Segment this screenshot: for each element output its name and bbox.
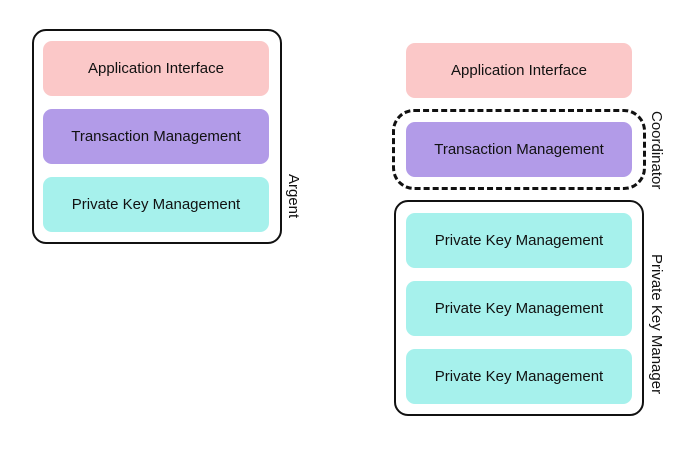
private-key-management-box: Private Key Management (406, 213, 632, 268)
transaction-management-box: Transaction Management (43, 109, 269, 164)
coordinator-group-label: Coordinator (648, 111, 665, 190)
private-key-manager-group-frame (394, 200, 644, 416)
application-interface-box: Application Interface (43, 41, 269, 96)
argent-group-frame (32, 29, 282, 244)
private-key-management-box: Private Key Management (406, 349, 632, 404)
argent-group-label: Argent (285, 174, 302, 219)
private-key-management-box: Private Key Management (43, 177, 269, 232)
private-key-management-box: Private Key Management (406, 281, 632, 336)
private-key-manager-group-label: Private Key Manager (648, 254, 665, 395)
coordinator-group-frame (392, 109, 646, 190)
transaction-management-box: Transaction Management (406, 122, 632, 177)
application-interface-box: Application Interface (406, 43, 632, 98)
